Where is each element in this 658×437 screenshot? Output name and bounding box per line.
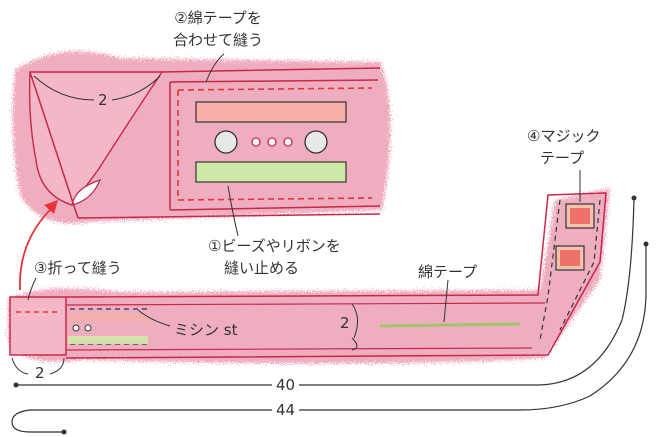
dim-44-start-dot <box>643 241 649 247</box>
closeup-view <box>28 53 381 237</box>
dim-40-start-dot <box>13 382 19 388</box>
leader-step1 <box>227 185 239 237</box>
mini-ribbon-green <box>68 336 148 344</box>
stitch-line-top <box>177 87 373 91</box>
band-inner-bottom <box>65 347 533 351</box>
dim-outer-length: 44 <box>272 401 300 419</box>
leader-machine-stitch <box>137 309 171 327</box>
step2-label-line2: 合わせて縫う <box>172 31 263 49</box>
dim-fold-bottom: 2 <box>35 364 45 382</box>
dim-line-44 <box>11 244 647 433</box>
closeup-arrow <box>19 200 58 291</box>
step1-label-line1: ①ビーズやリボンを <box>208 237 341 255</box>
bead-small-1 <box>251 137 261 147</box>
dim-arc-top-fold <box>33 75 161 101</box>
arrow-curve <box>19 205 55 291</box>
mini-bead-1 <box>72 324 80 332</box>
machine-stitch-end <box>539 199 561 341</box>
machine-stitch-label: ミシン st <box>174 321 238 339</box>
folded-end <box>9 296 67 356</box>
band-outline-closeup <box>29 67 381 219</box>
mini-bead-2 <box>84 324 92 332</box>
cotton-tape-label: 綿テープ <box>418 263 478 281</box>
fold-curl <box>71 179 102 206</box>
dim-arc-fold-bottom <box>11 357 65 375</box>
step4-label-line2: テープ <box>540 149 585 167</box>
velcro-patch-1-inner <box>570 208 590 224</box>
band-view <box>9 170 607 375</box>
leader-cotton-tape <box>443 279 449 323</box>
dim-44-end-dot <box>61 429 67 435</box>
dimension-lines <box>11 195 649 435</box>
dim-40-end-dot <box>631 195 637 201</box>
leader-step2 <box>205 53 225 83</box>
cotton-tape-stripe <box>379 322 521 328</box>
bead-small-2 <box>267 137 277 147</box>
bead-large-left <box>214 130 238 154</box>
velcro-patch-2-inner <box>560 250 580 266</box>
machine-stitch-end-2 <box>559 199 601 331</box>
step3-label: ③折って縫う <box>34 259 122 277</box>
bead-small-3 <box>283 137 293 147</box>
band-outer-top <box>65 192 607 359</box>
stitch-line-bottom <box>177 197 373 201</box>
leader-step3 <box>27 277 37 301</box>
ribbon-red <box>195 101 347 123</box>
step2-label-line1: ②綿テープを <box>174 9 262 27</box>
ribbon-green <box>195 161 347 183</box>
bead-large-right <box>304 130 328 154</box>
step1-label-line2: 縫い止める <box>224 259 300 277</box>
step4-label-line1: ④マジック <box>527 127 601 145</box>
dim-arc-band-width <box>351 303 358 351</box>
dim-top-fold: 2 <box>98 91 108 109</box>
arrow-head <box>44 200 58 214</box>
dim-inner-length: 40 <box>272 376 300 394</box>
band-inner-top <box>65 302 546 306</box>
dim-line-40 <box>16 197 635 386</box>
fabric-fill-band <box>8 188 610 364</box>
dim-band-width: 2 <box>340 314 350 332</box>
mini-ribbon-red <box>68 314 148 322</box>
